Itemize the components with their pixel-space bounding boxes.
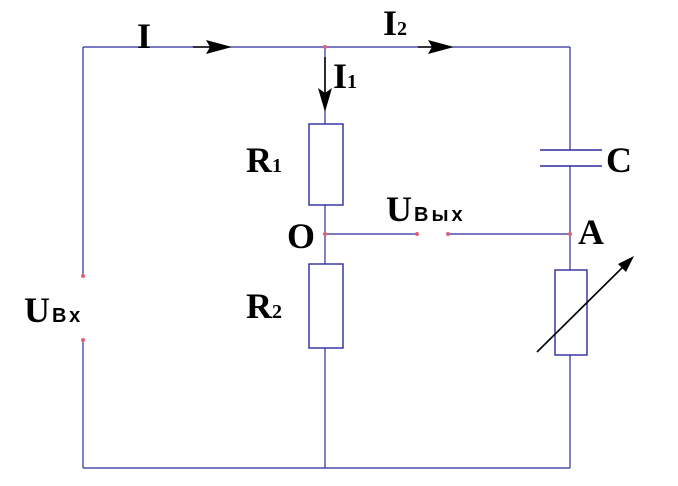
label-i2-sub: 2 <box>397 18 407 40</box>
arrow-i-head <box>206 40 232 54</box>
label-r1: R1 <box>246 140 282 180</box>
label-i1-sub: 1 <box>347 71 357 93</box>
label-current-total: I <box>137 16 151 56</box>
terminal-in-top <box>81 274 85 278</box>
label-u-in-main: U <box>24 290 50 330</box>
label-i2-main: I <box>383 3 397 43</box>
terminal-out-left <box>415 232 419 236</box>
nodes <box>81 45 572 342</box>
variable-resistor-arrow-head <box>618 256 634 272</box>
node-a-dot <box>568 232 572 236</box>
label-r1-main: R <box>246 140 273 180</box>
label-capacitor: C <box>606 140 632 180</box>
label-r2-main: R <box>246 286 273 326</box>
arrow-i2-head <box>428 40 454 54</box>
variable-resistor <box>536 256 634 356</box>
label-r2-sub: 2 <box>272 301 282 323</box>
current-arrows <box>193 40 454 112</box>
node-top-junction <box>323 45 327 49</box>
variable-resistor-arrow-line <box>536 259 631 353</box>
label-current-i1: I1 <box>333 56 357 96</box>
label-current-i2: I2 <box>383 3 407 43</box>
label-u-in-sub: Вх <box>52 305 83 327</box>
label-u-out-sub: Вых <box>414 204 466 226</box>
label-node-o: O <box>287 216 315 256</box>
variable-resistor-body <box>554 269 588 356</box>
node-o-dot <box>323 232 327 236</box>
arrow-i1-head <box>318 88 332 112</box>
resistor-r1 <box>308 123 344 206</box>
resistor-r2 <box>308 263 344 349</box>
terminal-in-bottom <box>81 338 85 342</box>
terminal-out-right <box>446 232 450 236</box>
label-i1-main: I <box>333 56 347 96</box>
label-node-a: A <box>578 212 604 252</box>
label-u-out-main: U <box>386 189 412 229</box>
wires <box>82 46 571 469</box>
label-r1-sub: 1 <box>272 155 282 177</box>
capacitor-c <box>540 149 602 167</box>
label-r2: R2 <box>246 286 282 326</box>
